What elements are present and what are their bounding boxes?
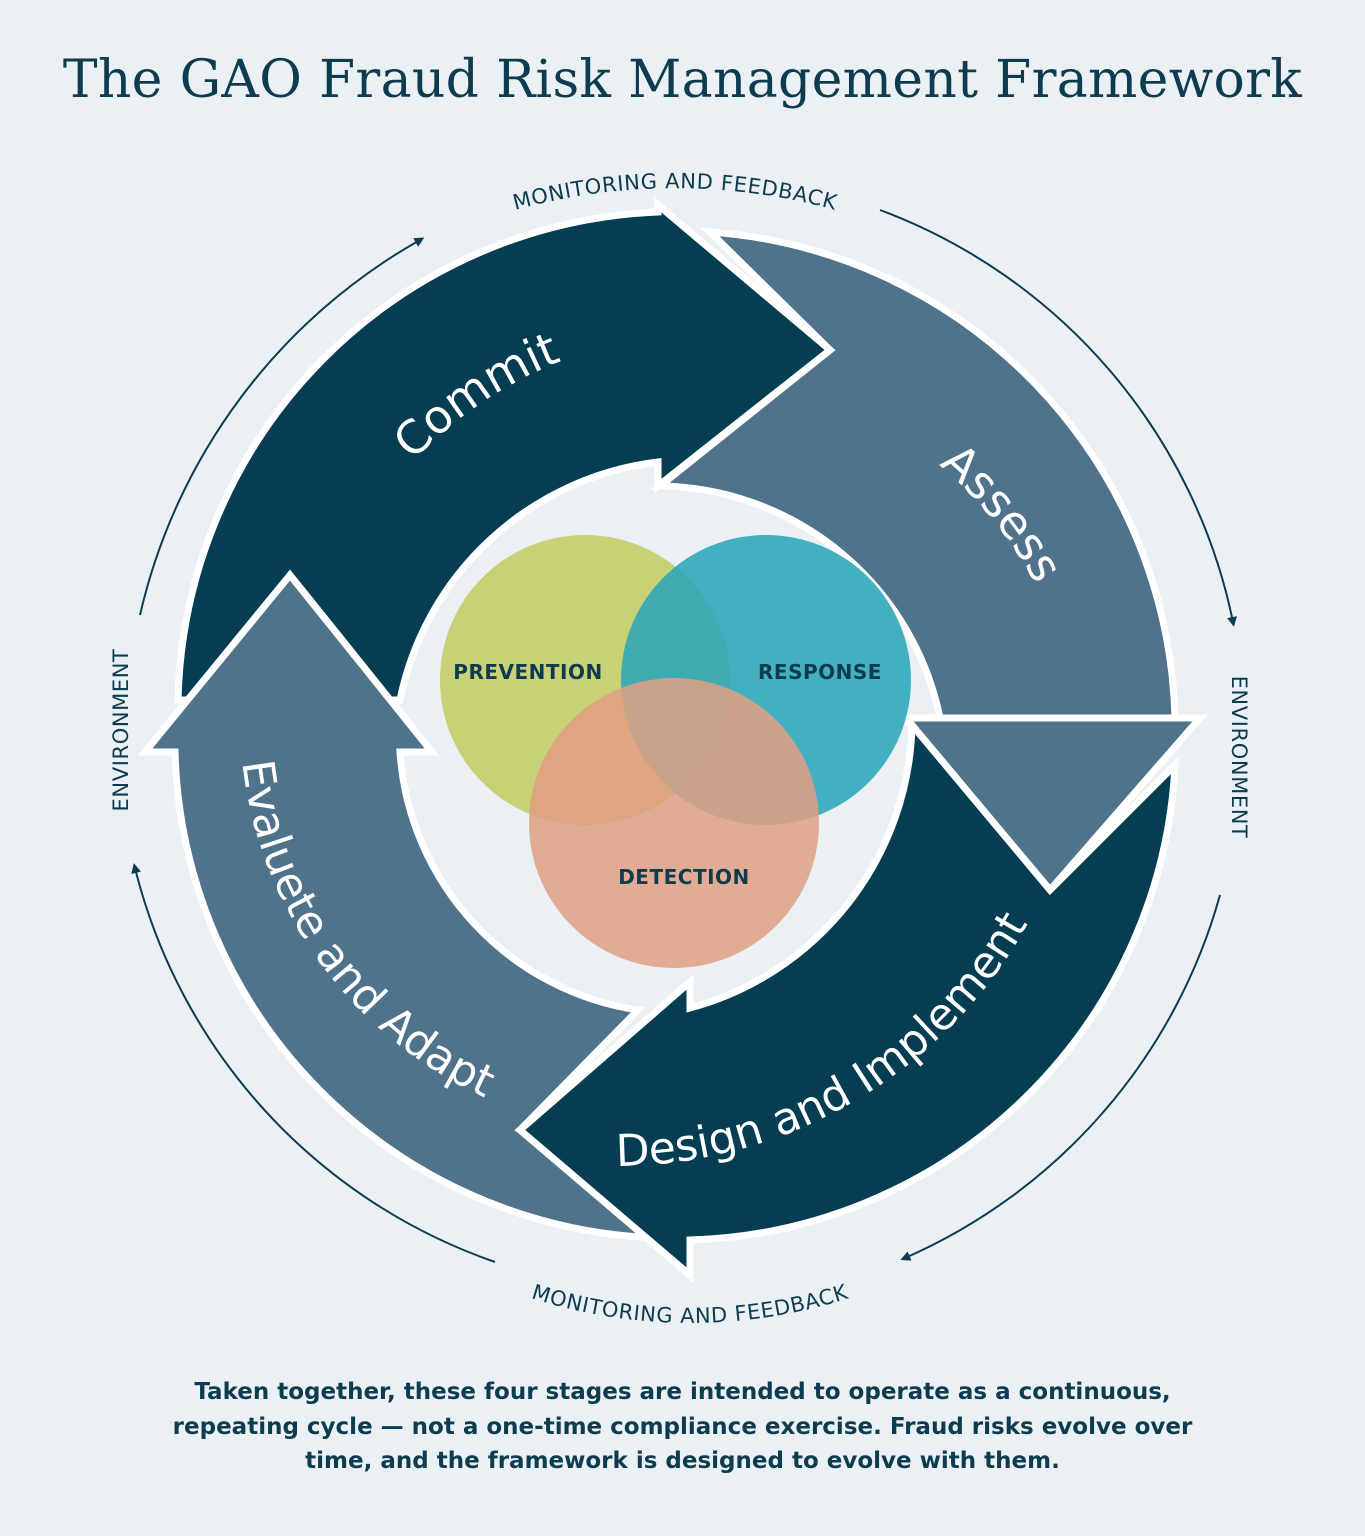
ring-arrow-bottom-left (131, 863, 496, 1263)
venn-label-detection: DETECTION (618, 865, 750, 889)
caption-text: Taken together, these four stages are in… (172, 1379, 1193, 1474)
venn-circle-detection (529, 678, 819, 968)
ring-label-monitoring-top: MONITORING AND FEEDBACK (510, 169, 840, 215)
page-title: The GAO Fraud Risk Management Framework (62, 50, 1303, 110)
ring-label-environment-right: ENVIRONMENT (1227, 676, 1251, 839)
venn-label-prevention: PREVENTION (453, 660, 602, 684)
ring-label-environment-left: ENVIRONMENT (109, 649, 133, 812)
commit-arrow (174, 197, 836, 704)
venn-label-response: RESPONSE (758, 660, 882, 684)
ring-label-monitoring-bottom: MONITORING AND FEEDBACK (529, 1280, 851, 1328)
assess-arrow (650, 227, 1208, 896)
design-arrow (514, 715, 1179, 1283)
ring-arrow-bottom-right (900, 894, 1221, 1261)
evaluate-arrow (137, 569, 700, 1242)
ring-arrow-top-left (139, 237, 425, 616)
ring-arrow-top-right (879, 209, 1237, 627)
